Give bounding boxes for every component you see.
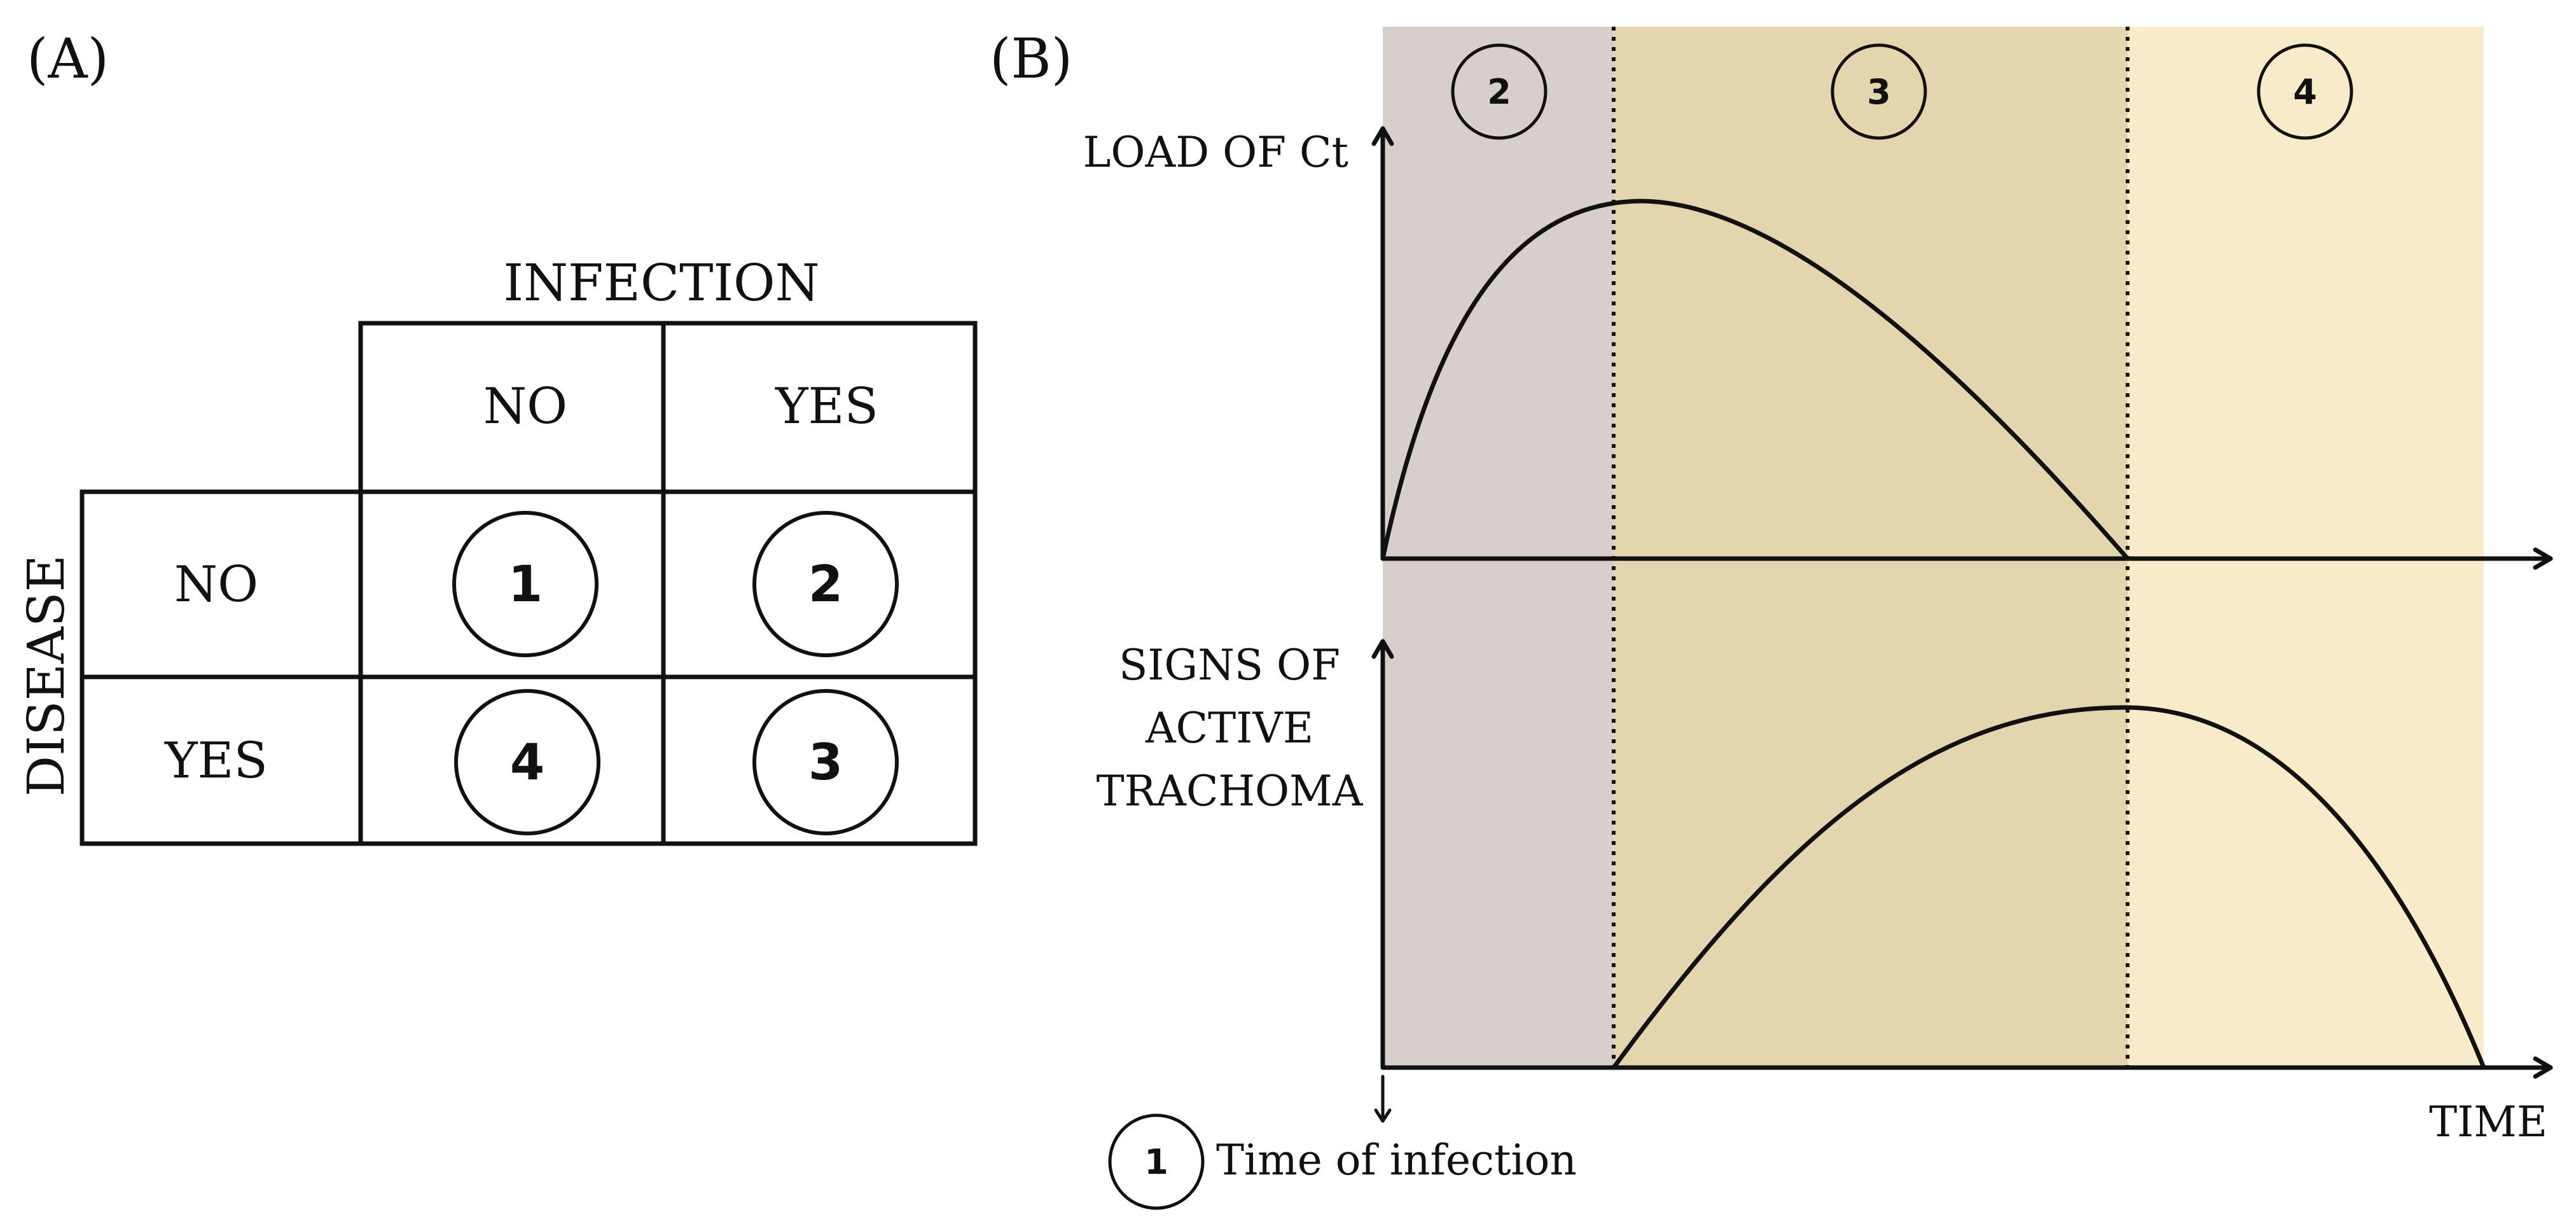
- column-label-yes: YES: [775, 378, 878, 435]
- phase-number-3: 3: [1867, 72, 1891, 112]
- phase-band-3: [1614, 27, 2128, 1066]
- cell-circle-2: 2: [752, 511, 899, 657]
- bottom-axes: [1371, 639, 2553, 1079]
- phase-band-4: [2128, 27, 2484, 1066]
- panel-a-label: (A): [27, 27, 109, 91]
- cell-number-4: 4: [510, 734, 544, 791]
- cell-circle-4: 4: [454, 689, 600, 835]
- cell-circle-1: 1: [452, 511, 599, 657]
- phase-marker-4: 4: [2257, 43, 2353, 140]
- cell-number-3: 3: [808, 734, 843, 791]
- cell-number-2: 2: [808, 556, 843, 613]
- legend-text: Time of infection: [1216, 1136, 1577, 1185]
- cell-number-1: 1: [508, 556, 543, 613]
- panel-a: (A) INFECTION DISEASE NO YES NO YES 1 2: [17, 27, 978, 846]
- phase-number-2: 2: [1487, 72, 1511, 112]
- row-label-yes: YES: [164, 732, 268, 790]
- legend: 1 Time of infection: [1108, 1113, 1577, 1210]
- bottom-ylabel-line-2: ACTIVE: [1145, 704, 1313, 753]
- top-axes: [1371, 126, 2553, 570]
- phase-marker-3: 3: [1831, 43, 1927, 140]
- cell-circle-3: 3: [752, 689, 899, 835]
- phase-number-4: 4: [2293, 72, 2317, 112]
- trachoma-signs-curve: [1612, 705, 2486, 1069]
- disease-header: DISEASE: [17, 555, 76, 797]
- panel-b: (B) 2 3 4 LOAD OF Ct: [990, 27, 2553, 1210]
- legend-number: 1: [1144, 1142, 1168, 1182]
- bottom-ylabel-line-3: TRACHOMA: [1097, 767, 1364, 816]
- contingency-table-grid: [80, 321, 978, 846]
- legend-circle: [1108, 1113, 1205, 1210]
- bottom-ylabel-line-1: SIGNS OF: [1119, 641, 1340, 690]
- top-ylabel: LOAD OF Ct: [1083, 128, 1348, 177]
- phase-band-2: [1383, 27, 1614, 1066]
- panel-b-label: (B): [990, 27, 1072, 91]
- phase-marker-2: 2: [1451, 43, 1548, 140]
- infection-time-arrow: [1374, 1075, 1392, 1123]
- column-label-no: NO: [483, 378, 567, 435]
- xlabel-time: TIME: [2429, 1097, 2547, 1146]
- ct-load-curve: [1380, 199, 2129, 561]
- infection-header: INFECTION: [503, 253, 819, 312]
- row-label-no: NO: [174, 556, 258, 613]
